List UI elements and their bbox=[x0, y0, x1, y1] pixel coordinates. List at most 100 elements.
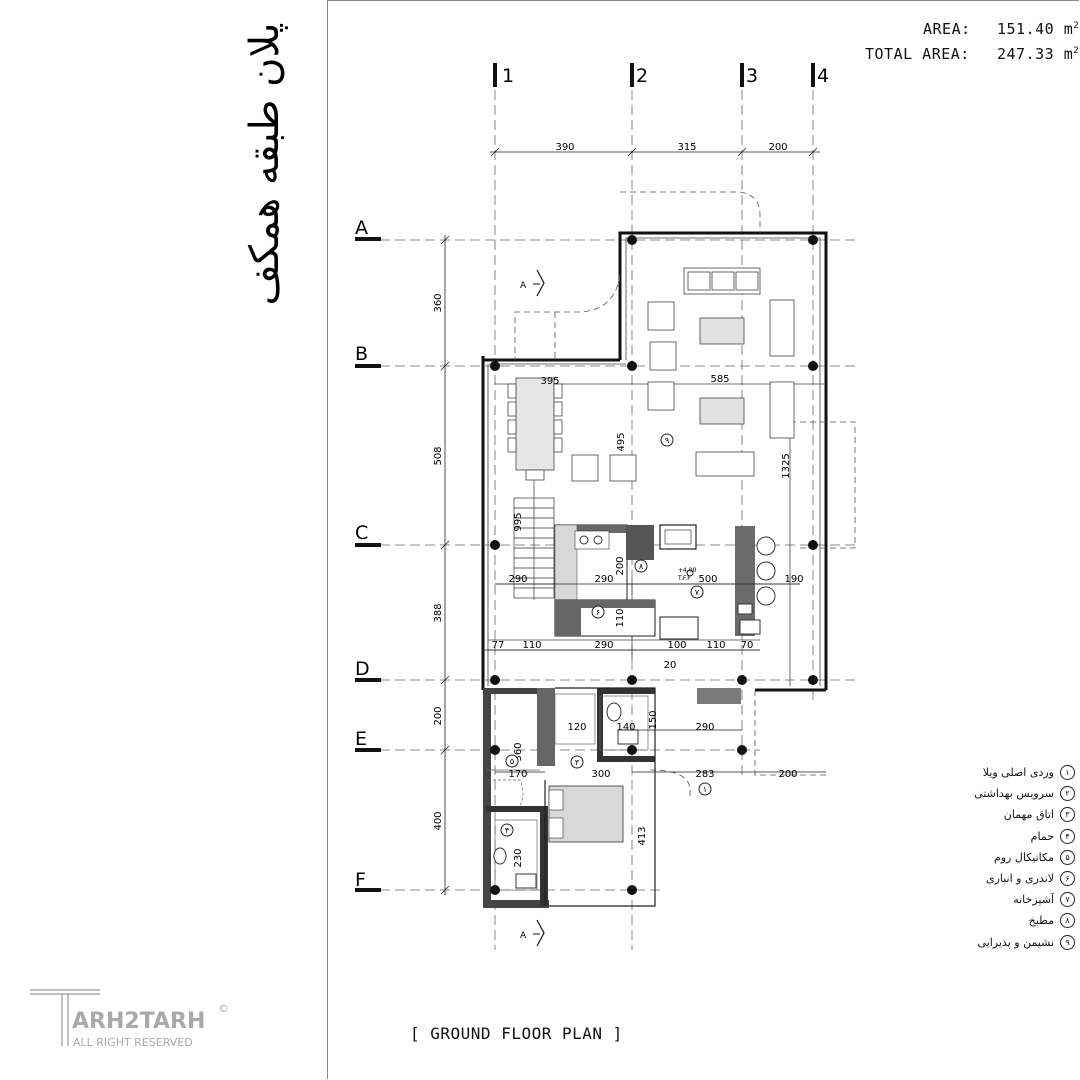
svg-text:100: 100 bbox=[667, 640, 686, 651]
section-marker-bottom: A bbox=[520, 919, 545, 947]
svg-text:230: 230 bbox=[513, 848, 524, 867]
lower-block bbox=[483, 687, 656, 908]
grid-row-c: C bbox=[355, 522, 368, 544]
interior-dimensions: 395 585 495 1325 995 290 290 200 500 190… bbox=[492, 374, 804, 868]
svg-text:170: 170 bbox=[508, 769, 527, 780]
top-dimension bbox=[490, 147, 820, 157]
svg-text:۱: ۱ bbox=[703, 785, 707, 794]
sheet-border bbox=[327, 0, 1079, 1079]
svg-text:200: 200 bbox=[615, 556, 626, 575]
svg-text:413: 413 bbox=[637, 826, 648, 845]
exterior-walls bbox=[481, 231, 828, 692]
total-area-value: 247.33 m2 bbox=[997, 45, 1080, 63]
watermark-logo: T ARH2TARH ALL RIGHT RESERVED © bbox=[28, 986, 233, 1052]
plan-caption: [ GROUND FLOOR PLAN ] bbox=[410, 1024, 623, 1043]
svg-text:۵: ۵ bbox=[510, 757, 514, 766]
svg-text:190: 190 bbox=[784, 574, 803, 585]
structural-columns bbox=[490, 235, 818, 895]
area-label: AREA: bbox=[923, 20, 971, 38]
grid-row-d: D bbox=[355, 658, 370, 680]
dim-top-390: 390 bbox=[555, 142, 574, 153]
drawing-title-text: پلان طبقه همکف bbox=[242, 22, 288, 305]
logo-rights: ALL RIGHT RESERVED bbox=[73, 1036, 193, 1049]
grid-col-1: 1 bbox=[502, 65, 514, 87]
svg-text:A: A bbox=[520, 281, 527, 291]
room-tags: ۹ ۸ ۷ ۶ ۵ ۴ ۳ ۱ bbox=[500, 433, 712, 837]
svg-text:۶: ۶ bbox=[596, 608, 600, 617]
grid-row-e: E bbox=[355, 728, 367, 750]
dim-left-508: 508 bbox=[433, 446, 444, 465]
svg-text:495: 495 bbox=[616, 432, 627, 451]
svg-text:290: 290 bbox=[695, 722, 714, 733]
svg-text:110: 110 bbox=[615, 608, 626, 627]
total-area-label: TOTAL AREA: bbox=[865, 45, 970, 63]
svg-text:T.F.F: T.F.F bbox=[677, 575, 691, 582]
dim-left-400: 400 bbox=[433, 811, 444, 830]
svg-text:۹: ۹ bbox=[665, 436, 669, 445]
area-value: 151.40 m2 bbox=[997, 20, 1080, 38]
svg-text:۷: ۷ bbox=[695, 588, 700, 597]
svg-text:77: 77 bbox=[492, 640, 505, 651]
dining-table bbox=[507, 377, 563, 481]
canopy-outlines bbox=[514, 191, 856, 800]
drawing-title: پلان طبقه همکف bbox=[228, 14, 328, 314]
svg-text:۳: ۳ bbox=[575, 758, 580, 767]
svg-text:500: 500 bbox=[698, 574, 717, 585]
svg-text:283: 283 bbox=[695, 769, 714, 780]
svg-text:+4.00: +4.00 bbox=[678, 567, 697, 574]
svg-text:70: 70 bbox=[741, 640, 754, 651]
svg-text:120: 120 bbox=[567, 722, 586, 733]
grid-row-b: B bbox=[355, 343, 368, 365]
dim-top-200: 200 bbox=[768, 142, 787, 153]
grid-row-a: A bbox=[355, 217, 368, 239]
grid-col-2: 2 bbox=[636, 65, 648, 87]
svg-text:110: 110 bbox=[522, 640, 541, 651]
left-dimension bbox=[440, 235, 450, 895]
logo-copyright: © bbox=[218, 1002, 229, 1015]
dim-left-360: 360 bbox=[433, 293, 444, 312]
living-furniture bbox=[571, 267, 795, 482]
svg-text:A: A bbox=[520, 931, 527, 941]
svg-text:290: 290 bbox=[594, 574, 613, 585]
dim-top-315: 315 bbox=[677, 142, 696, 153]
svg-text:۸: ۸ bbox=[639, 562, 644, 571]
logo-brand: ARH2TARH bbox=[72, 1009, 205, 1034]
section-marker-top: A bbox=[520, 269, 545, 297]
svg-text:140: 140 bbox=[616, 722, 635, 733]
svg-text:20: 20 bbox=[664, 660, 677, 671]
svg-text:110: 110 bbox=[706, 640, 725, 651]
grid-row-markers: A B C D E F bbox=[355, 217, 381, 892]
svg-text:360: 360 bbox=[513, 742, 524, 761]
svg-text:585: 585 bbox=[710, 374, 729, 385]
svg-text:995: 995 bbox=[513, 512, 524, 531]
grid-col-4: 4 bbox=[817, 65, 829, 87]
dim-left-200: 200 bbox=[433, 706, 444, 725]
svg-text:290: 290 bbox=[594, 640, 613, 651]
grid-row-f: F bbox=[355, 869, 366, 891]
grid-column-markers: 1 2 3 4 bbox=[493, 63, 829, 87]
svg-text:200: 200 bbox=[778, 769, 797, 780]
level-mark: +4.00 T.F.F bbox=[677, 567, 697, 582]
svg-text:۴: ۴ bbox=[505, 826, 509, 835]
interior-dimension-lines bbox=[484, 583, 826, 773]
kitchen bbox=[554, 524, 776, 704]
svg-text:290: 290 bbox=[508, 574, 527, 585]
logo-t-icon bbox=[30, 989, 100, 1046]
svg-text:395: 395 bbox=[540, 376, 559, 387]
dim-left-388: 388 bbox=[433, 603, 444, 622]
svg-text:300: 300 bbox=[591, 769, 610, 780]
grid-col-3: 3 bbox=[746, 65, 758, 87]
svg-text:150: 150 bbox=[648, 710, 659, 729]
svg-text:1325: 1325 bbox=[781, 453, 792, 478]
